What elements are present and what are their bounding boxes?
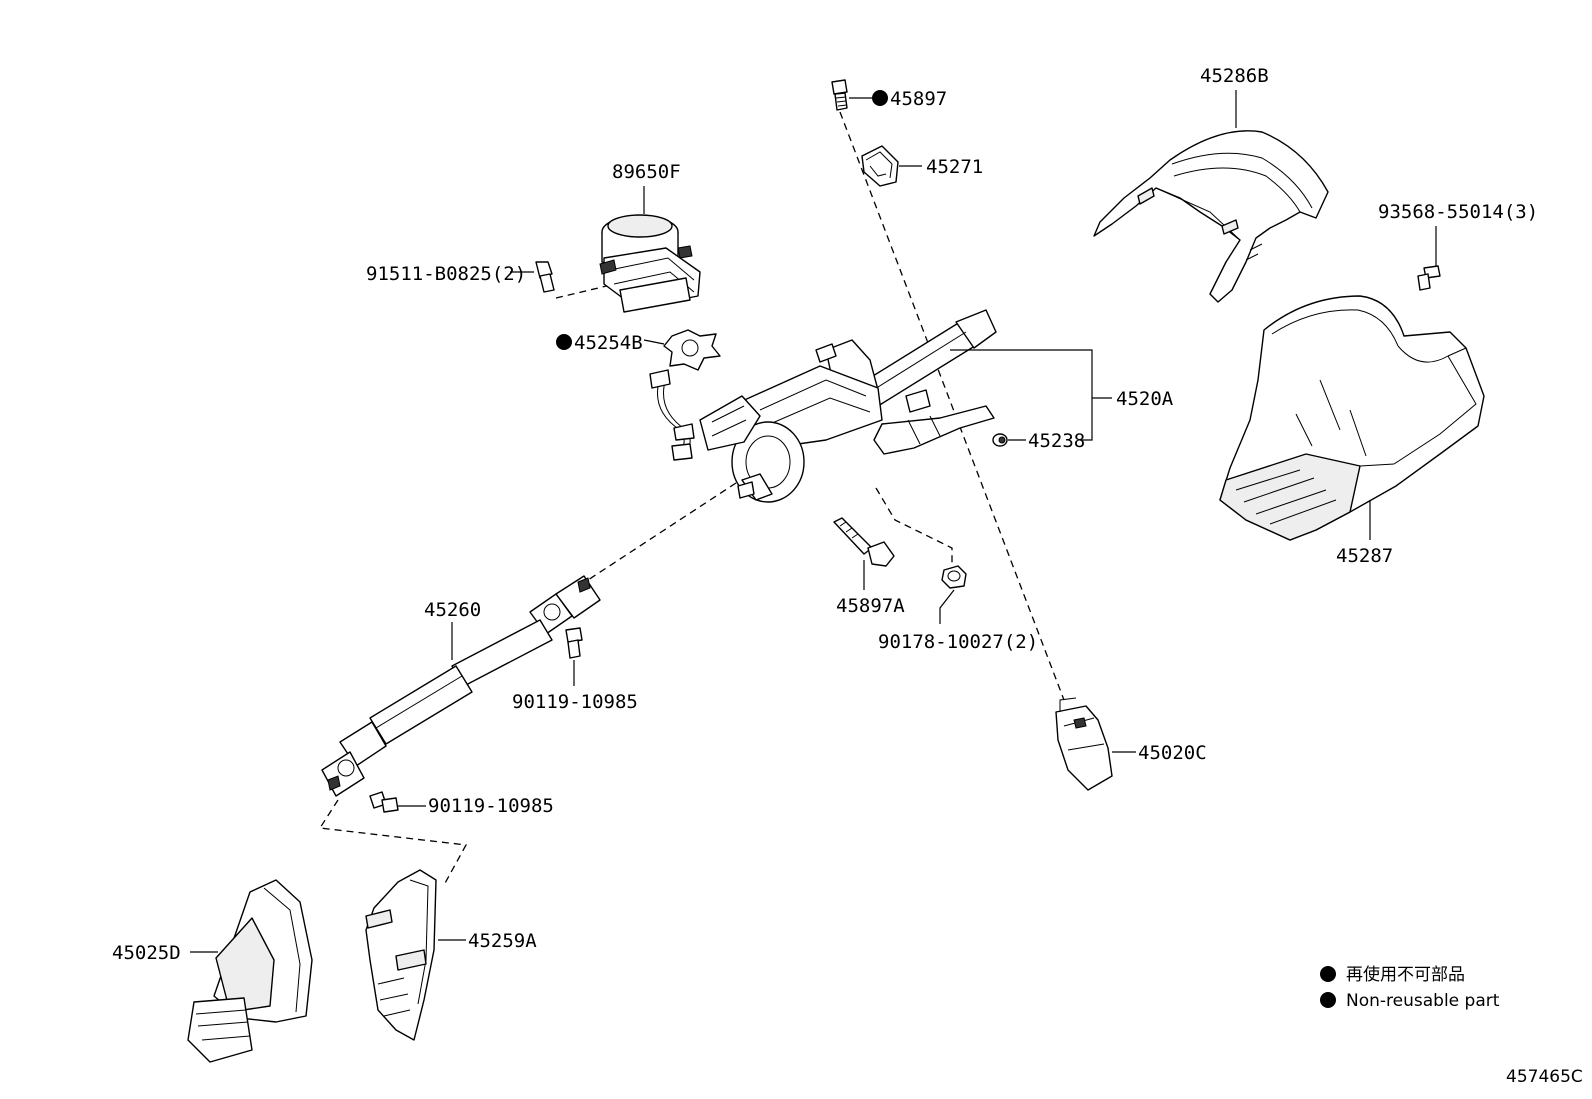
part-45025D-boot[interactable] (187, 879, 313, 1063)
label-45259A: 45259A (468, 930, 537, 952)
part-45897A-bolt[interactable] (833, 517, 895, 567)
label-45020C: 45020C (1138, 742, 1207, 764)
legend-dot-jp (1320, 966, 1336, 982)
label-45286B: 45286B (1200, 65, 1269, 87)
label-93568-55014: 93568-55014(3) (1378, 201, 1538, 223)
label-45254B: 45254B (574, 332, 643, 354)
non-reusable-dot-45897 (872, 90, 888, 106)
part-45259A-cover[interactable] (365, 869, 437, 1041)
diagram-code: 457465C (1506, 1067, 1583, 1087)
part-45238-nut[interactable] (992, 433, 1008, 447)
part-90119-10985-bolt-lower[interactable] (369, 791, 399, 813)
part-4520A-column-assembly[interactable] (649, 309, 997, 503)
part-90119-10985-bolt-upper[interactable] (565, 627, 583, 659)
part-90178-10027-nut[interactable] (941, 565, 967, 589)
label-90119-10985-lower: 90119-10985 (428, 795, 554, 817)
part-91511-B0825-bolt[interactable] (535, 261, 555, 293)
label-89650F: 89650F (612, 161, 681, 183)
legend-text-jp: 再使用不可部品 (1346, 964, 1465, 985)
non-reusable-dot-45254B (556, 334, 572, 350)
part-45286B-upper-cover[interactable] (1093, 130, 1329, 303)
label-45897: 45897 (890, 88, 947, 110)
part-45271-clip[interactable] (861, 145, 899, 187)
label-91511-B0825: 91511-B0825(2) (366, 263, 526, 285)
part-45287-lower-cover[interactable] (1219, 295, 1485, 541)
label-45287: 45287 (1336, 545, 1393, 567)
part-89650F-motor[interactable] (599, 214, 701, 313)
part-45897-bolt[interactable] (831, 79, 848, 111)
part-45254B-coupling[interactable] (663, 329, 721, 371)
label-45897A: 45897A (836, 595, 905, 617)
label-90178-10027: 90178-10027(2) (878, 631, 1038, 653)
part-45020C-bracket[interactable] (1055, 697, 1113, 791)
label-4520A: 4520A (1116, 388, 1174, 410)
label-90119-10985-upper: 90119-10985 (512, 691, 638, 713)
part-45260-intermediate-shaft[interactable] (321, 575, 601, 797)
part-93568-55014-screw[interactable] (1417, 265, 1441, 291)
legend-text-en: Non-reusable part (1346, 991, 1500, 1011)
legend-dot-en (1320, 992, 1336, 1008)
label-45025D: 45025D (112, 942, 181, 964)
label-45271: 45271 (926, 156, 983, 178)
assembly-dashed-lines (318, 111, 1065, 886)
label-45260: 45260 (424, 599, 481, 621)
label-45238: 45238 (1028, 430, 1085, 452)
legend: 再使用不可部品 Non-reusable part (1320, 964, 1500, 1011)
